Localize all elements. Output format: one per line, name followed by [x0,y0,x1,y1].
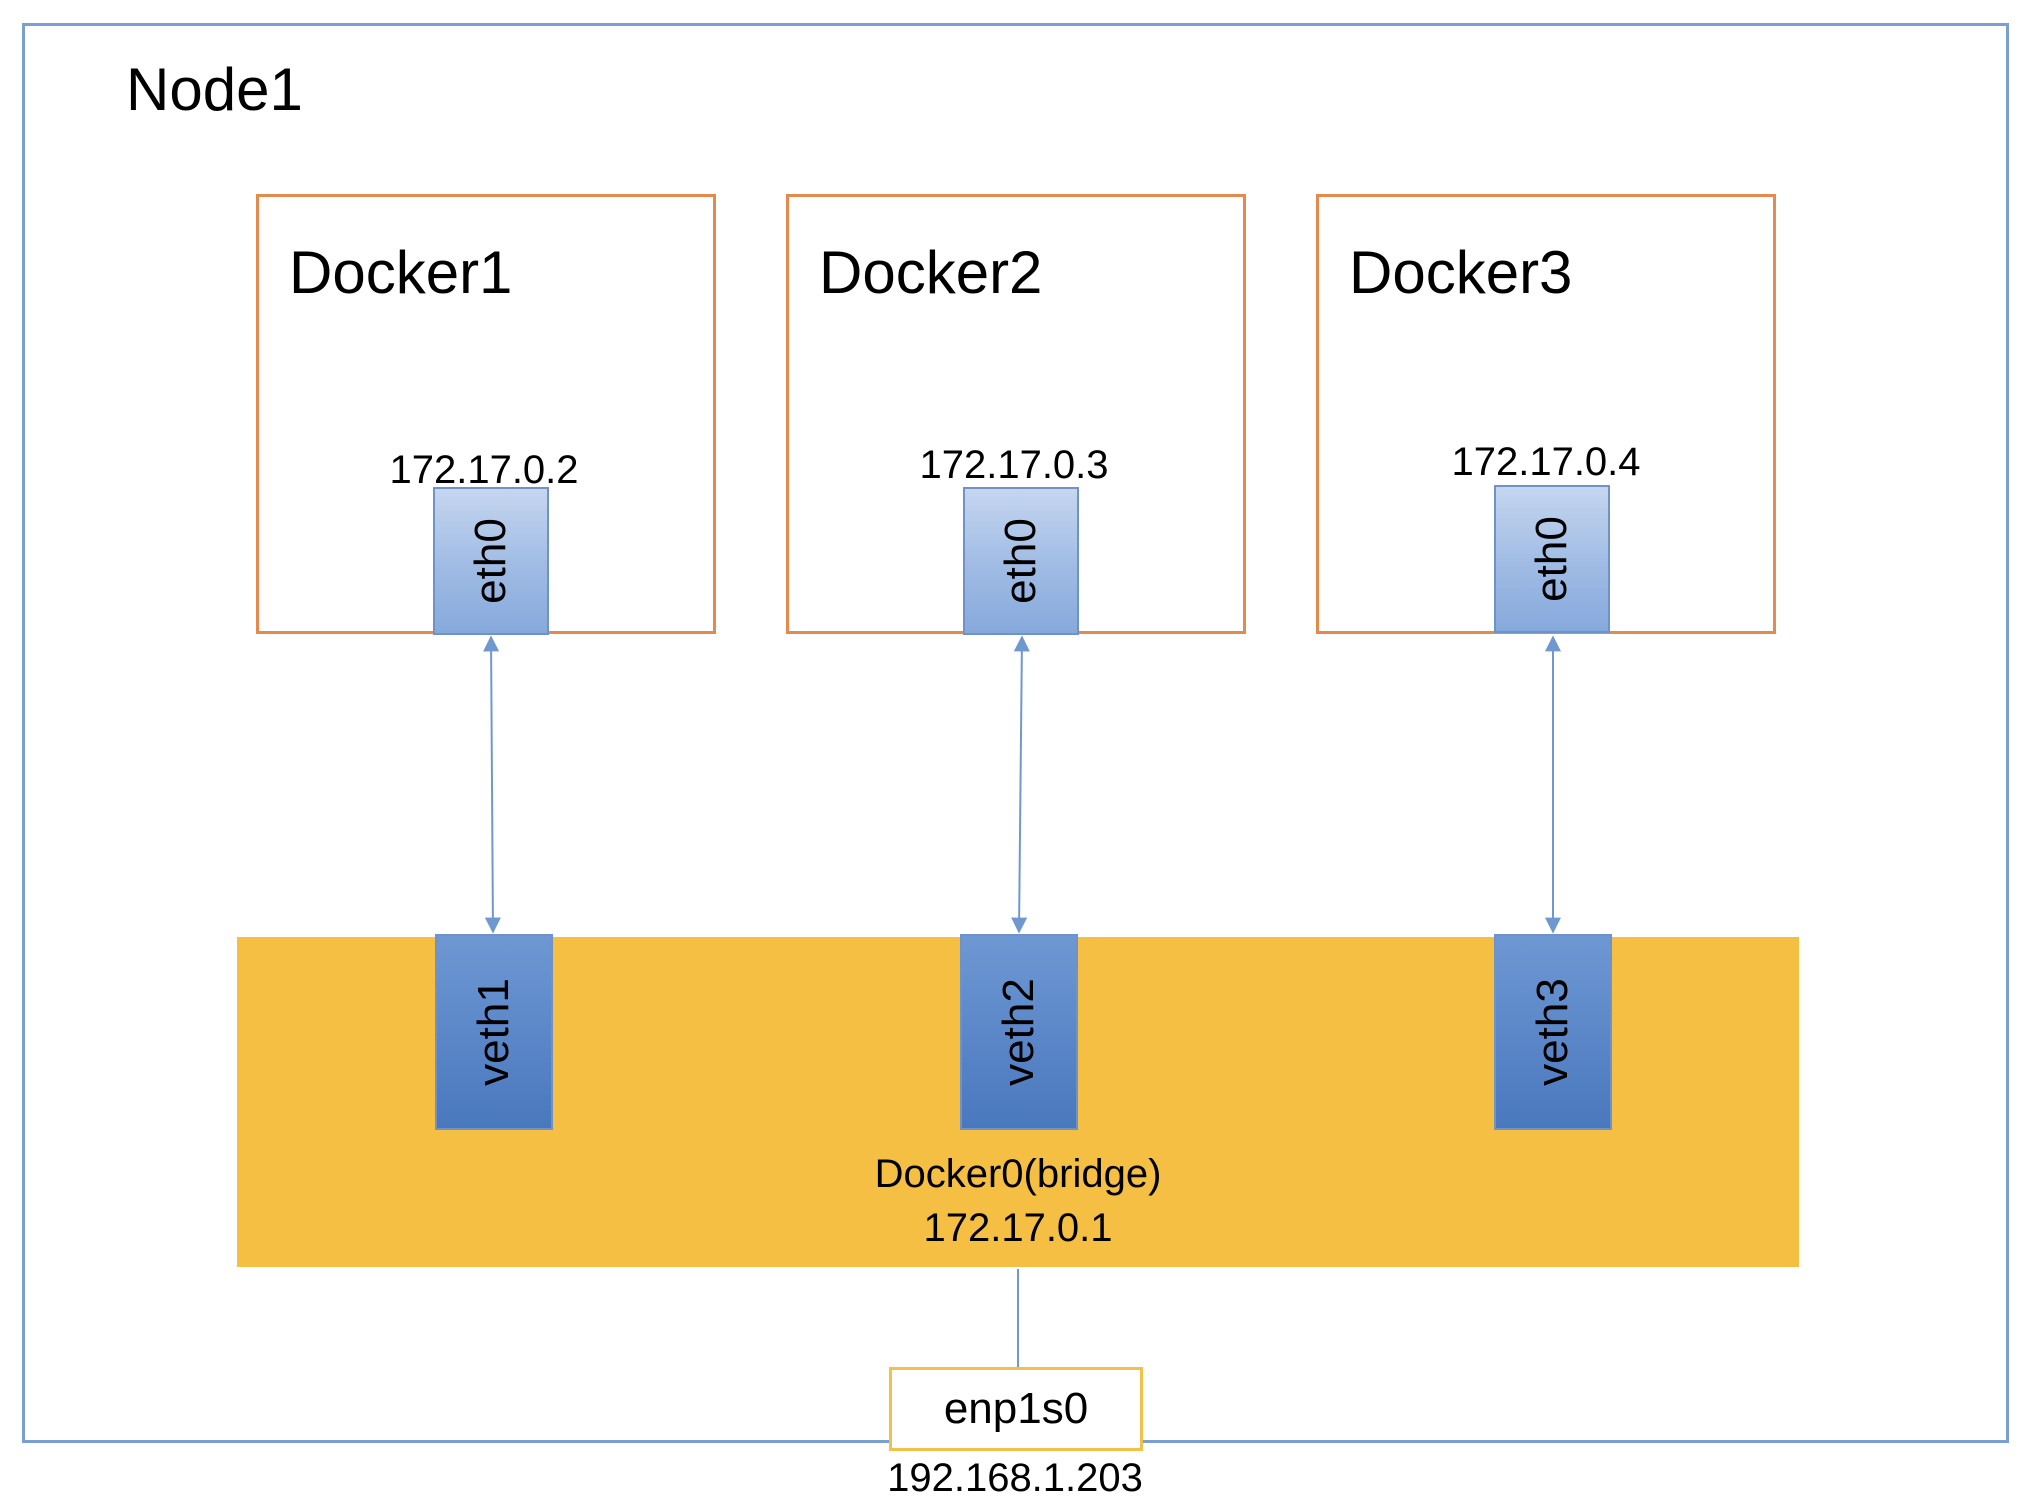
enp1s0-label: enp1s0 [943,1384,1089,1433]
host-ip: 192.168.1.203 [887,1456,1143,1500]
node-title: Node1 [126,56,303,123]
veth-label: veth2 [993,978,1043,1086]
container-title: Docker2 [819,239,1043,306]
veth3-interface: veth3 [1494,934,1612,1130]
container-ip: 172.17.0.4 [1451,440,1641,484]
veth2-interface: veth2 [960,934,1078,1130]
eth0-label: eth0 [465,518,515,604]
veth1-interface: veth1 [435,934,553,1130]
bridge-name: Docker0(bridge) [874,1152,1162,1196]
container-ip: 172.17.0.3 [919,443,1109,487]
veth-label: veth1 [468,978,518,1086]
enp1s0-interface: enp1s0 [889,1367,1143,1451]
container-title: Docker1 [289,239,513,306]
container-ip: 172.17.0.2 [389,448,579,492]
veth-label: veth3 [1527,978,1577,1086]
eth0-interface: eth0 [433,487,549,635]
eth0-interface: eth0 [1494,485,1610,633]
eth0-interface: eth0 [963,487,1079,635]
eth0-label: eth0 [1526,516,1576,602]
container-title: Docker3 [1349,239,1573,306]
eth0-label: eth0 [995,518,1045,604]
bridge-ip: 172.17.0.1 [923,1206,1113,1250]
